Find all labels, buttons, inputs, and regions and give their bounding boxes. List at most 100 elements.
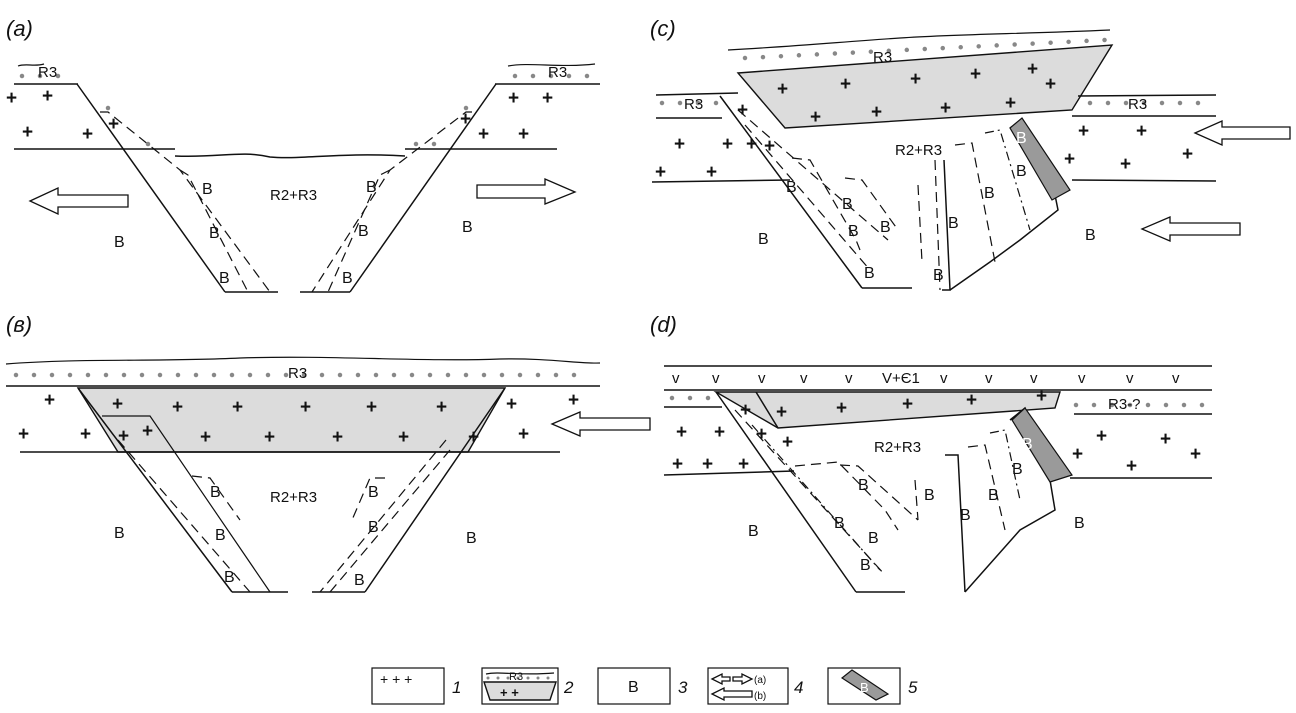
- granite-symbol: +: [746, 134, 757, 155]
- dashdot-boundary: [751, 424, 881, 571]
- dashed-boundary: [734, 409, 886, 576]
- granite-symbol: +: [264, 427, 275, 448]
- granite-symbol: +: [1126, 456, 1137, 477]
- b-label: B: [368, 519, 379, 536]
- dashdot-boundary: [984, 129, 1031, 231]
- legend-swatch-cover: [483, 681, 557, 701]
- granite-symbol: +: [478, 124, 489, 145]
- legend-swatch-label: R3: [509, 671, 523, 683]
- b-label: B: [786, 179, 797, 196]
- layer-boundary: [651, 179, 791, 183]
- b-label: B: [466, 530, 477, 547]
- r3-label: R3: [548, 64, 567, 81]
- granite-symbol: +: [655, 162, 666, 183]
- legend-box: [827, 667, 901, 705]
- compression-arrow: [1140, 216, 1241, 242]
- dashed-boundary: [319, 439, 447, 593]
- b-label: B: [224, 569, 235, 586]
- granite-symbol: +: [42, 86, 53, 107]
- dashed-boundary: [737, 109, 889, 241]
- compression-arrow: [550, 411, 651, 437]
- legend-item-4: (a) (b) 4: [707, 667, 803, 705]
- dashed-boundary: [351, 477, 385, 521]
- granite-symbol: +: [518, 424, 529, 445]
- granite-symbol: +: [1078, 121, 1089, 142]
- r3-text: R3: [38, 64, 57, 81]
- granite-symbol: +: [568, 390, 579, 411]
- b-label: B: [864, 265, 875, 282]
- b-label: B: [354, 572, 365, 589]
- fault-line: [364, 387, 506, 593]
- granite-symbol: +: [398, 427, 409, 448]
- surface-line: [5, 356, 601, 365]
- b-label: B: [1012, 461, 1023, 478]
- cover-block: [713, 391, 1061, 429]
- volcanic-symbol: v: [1172, 370, 1180, 387]
- granite-symbol: +: [542, 88, 553, 109]
- volcanic-symbol: v: [1126, 370, 1134, 387]
- compression-arrow: [1193, 119, 1291, 147]
- granite-symbol: +: [506, 394, 517, 415]
- dashed-boundary: [917, 184, 923, 263]
- granite-symbol: +: [6, 88, 17, 109]
- dashed-boundary: [914, 479, 919, 521]
- panel-d-title: (d): [650, 312, 677, 337]
- legend-swatch-b: B: [628, 679, 639, 696]
- b-label: B: [368, 484, 379, 501]
- granite-symbol: +: [300, 397, 311, 418]
- granite-symbol: +: [366, 397, 377, 418]
- fault-line: [349, 83, 497, 293]
- legend-number: 5: [908, 678, 918, 697]
- legend-number: 1: [452, 678, 461, 697]
- b-label: B: [114, 234, 125, 251]
- legend: + + + 1 R3 + + 2 B 3 (a) (b) 4 B 5: [371, 667, 918, 705]
- r3-text: R3: [548, 64, 567, 81]
- r3-label: R3: [684, 96, 703, 113]
- legend-number: 2: [563, 678, 574, 697]
- dashed-boundary: [100, 111, 271, 293]
- cover-block: [736, 44, 1114, 129]
- volcanic-symbol: v: [940, 370, 948, 387]
- granite-symbol: +: [142, 421, 153, 442]
- legend-swatch-surface: [485, 672, 555, 675]
- block-edge: [945, 454, 966, 593]
- b-label: B: [834, 515, 845, 532]
- fault-line: [76, 83, 226, 293]
- legend-box: [371, 667, 445, 705]
- b-label: B: [948, 215, 959, 232]
- granite-symbol: +: [737, 100, 748, 121]
- r3-label: R3: [873, 49, 892, 66]
- layer-boundary: [655, 92, 739, 96]
- granite-symbol: +: [118, 426, 129, 447]
- dashed-boundary: [327, 169, 391, 293]
- legend-label-a: (a): [754, 675, 766, 686]
- b-label: B: [215, 527, 226, 544]
- granite-symbol: +: [22, 122, 33, 143]
- granite-symbol: +: [1045, 74, 1056, 95]
- dashed-boundary: [794, 461, 899, 531]
- granite-symbol: +: [460, 109, 471, 130]
- legend-item-1: + + + 1: [371, 667, 461, 705]
- granite-symbol: +: [970, 64, 981, 85]
- granite-symbol: +: [1160, 429, 1171, 450]
- granite-symbol: +: [672, 454, 683, 475]
- granite-symbol: +: [840, 74, 851, 95]
- panel-d: (d) B v v v v v v v v v v v V+Є1 R3-? R2…: [650, 312, 1213, 593]
- legend-box: [707, 667, 789, 705]
- dashed-boundary: [329, 449, 451, 593]
- volcanic-symbol: v: [758, 370, 766, 387]
- r3-label: R3: [288, 365, 307, 382]
- fault-line: [719, 95, 863, 289]
- dashed-boundary: [844, 177, 899, 231]
- dashed-boundary: [117, 439, 251, 593]
- granite-symbol: +: [1120, 154, 1131, 175]
- r3-label: R3: [1128, 96, 1147, 113]
- volcanic-symbol: v: [800, 370, 808, 387]
- panel-e-title: (в): [6, 312, 32, 337]
- granite-symbol: +: [232, 397, 243, 418]
- surface-line: [727, 29, 1111, 51]
- granite-symbol: +: [674, 134, 685, 155]
- granite-symbol: +: [1182, 144, 1193, 165]
- r2r3-label: R2+R3: [270, 187, 317, 204]
